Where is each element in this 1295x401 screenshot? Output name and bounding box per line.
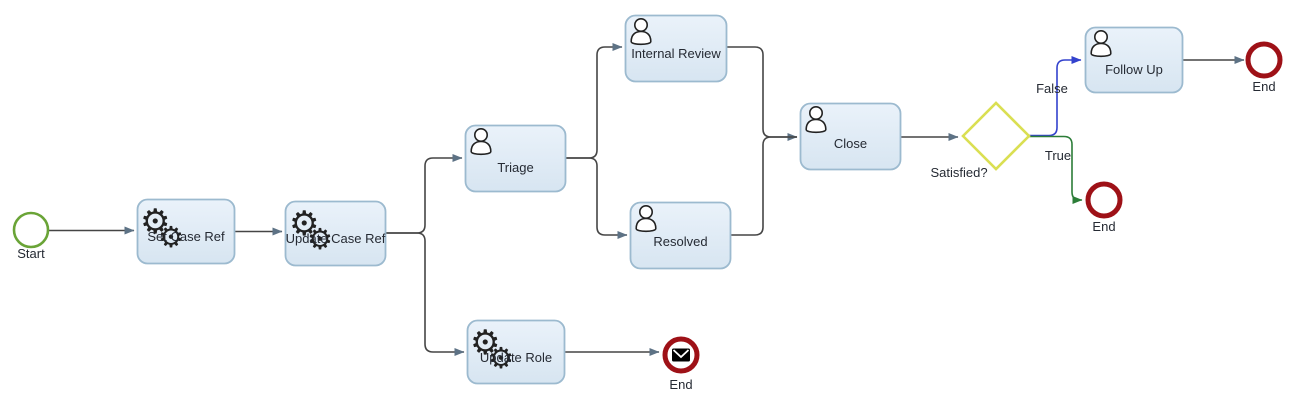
flow-triage-to-internal-review[interactable] — [565, 43, 623, 159]
task-set-case-ref-shape[interactable] — [136, 198, 236, 265]
end-event-circle[interactable] — [1245, 41, 1283, 79]
task-close-shape[interactable] — [799, 102, 902, 171]
user-icon — [635, 205, 657, 233]
end-event-follow-up[interactable]: End — [1245, 41, 1283, 94]
gear-icon: ⚙ ⚙ — [470, 324, 514, 375]
task-set-case-ref[interactable]: ⚙ ⚙ Set Case Ref — [136, 198, 236, 265]
task-set-case-ref-label: Set Case Ref — [147, 229, 225, 244]
start-event[interactable]: Start — [12, 211, 50, 261]
gear-icon: ⚙ ⚙ — [289, 205, 333, 256]
svg-text:⚙: ⚙ — [158, 222, 184, 254]
flow-triage-to-resolved[interactable] — [565, 157, 628, 239]
user-icon — [470, 128, 492, 156]
task-update-role[interactable]: ⚙ ⚙ Update Role — [466, 319, 566, 385]
flow-update-case-ref-to-update-role[interactable] — [385, 232, 465, 356]
svg-text:⚙: ⚙ — [470, 324, 500, 362]
task-update-case-ref-label: Update Case Ref — [286, 231, 386, 246]
end-event-label: End — [669, 377, 692, 392]
edge-label-false: False — [1036, 81, 1068, 96]
task-follow-up-label: Follow Up — [1105, 62, 1163, 77]
gear-icon: ⚙ ⚙ — [140, 203, 184, 254]
task-follow-up-shape[interactable] — [1084, 26, 1184, 94]
task-triage-shape[interactable] — [464, 124, 567, 193]
task-resolved-label: Resolved — [653, 234, 707, 249]
user-icon — [1090, 30, 1112, 58]
task-resolved[interactable]: Resolved — [629, 201, 732, 270]
task-update-role-label: Update Role — [480, 350, 552, 365]
gateway-satisfied-label: Satisfied? — [930, 165, 987, 180]
message-end-event[interactable]: End — [662, 336, 700, 392]
task-internal-review[interactable]: Internal Review — [624, 14, 728, 83]
flow-gateway-false-to-follow-up[interactable] — [1029, 56, 1082, 137]
svg-text:⚙: ⚙ — [307, 224, 333, 256]
end-event-true[interactable]: End — [1085, 181, 1123, 234]
gateway-satisfied-shape[interactable] — [961, 101, 1031, 171]
envelope-icon — [672, 348, 690, 362]
task-internal-review-shape[interactable] — [624, 14, 728, 83]
gateway-satisfied[interactable]: Satisfied? — [930, 101, 1031, 180]
task-resolved-shape[interactable] — [629, 201, 732, 270]
edge-label-true: True — [1045, 148, 1071, 163]
user-icon — [630, 18, 652, 46]
end-event-circle[interactable] — [1085, 181, 1123, 219]
svg-text:⚙: ⚙ — [289, 205, 319, 243]
flow-gateway-true-to-end[interactable] — [1029, 135, 1083, 204]
task-triage[interactable]: Triage — [464, 124, 567, 193]
svg-text:⚙: ⚙ — [140, 203, 170, 241]
task-close-label: Close — [834, 136, 867, 151]
task-update-case-ref-shape[interactable] — [284, 200, 387, 267]
end-event-label: End — [1092, 219, 1115, 234]
end-event-label: End — [1252, 79, 1275, 94]
start-event-label: Start — [17, 246, 45, 261]
start-event-circle[interactable] — [12, 211, 50, 249]
flow-resolved-to-close[interactable] — [730, 136, 798, 236]
task-follow-up[interactable]: Follow Up — [1084, 26, 1184, 94]
sequence-flows: False True — [48, 43, 1245, 356]
svg-text:⚙: ⚙ — [488, 343, 514, 375]
task-internal-review-label: Internal Review — [631, 46, 721, 61]
user-icon — [805, 106, 827, 134]
task-triage-label: Triage — [497, 160, 533, 175]
task-close[interactable]: Close — [799, 102, 902, 171]
flow-internal-review-to-close[interactable] — [726, 46, 798, 141]
task-update-role-shape[interactable] — [466, 319, 566, 385]
flow-update-case-ref-to-triage[interactable] — [385, 154, 463, 234]
task-update-case-ref[interactable]: ⚙ ⚙ Update Case Ref — [284, 200, 387, 267]
